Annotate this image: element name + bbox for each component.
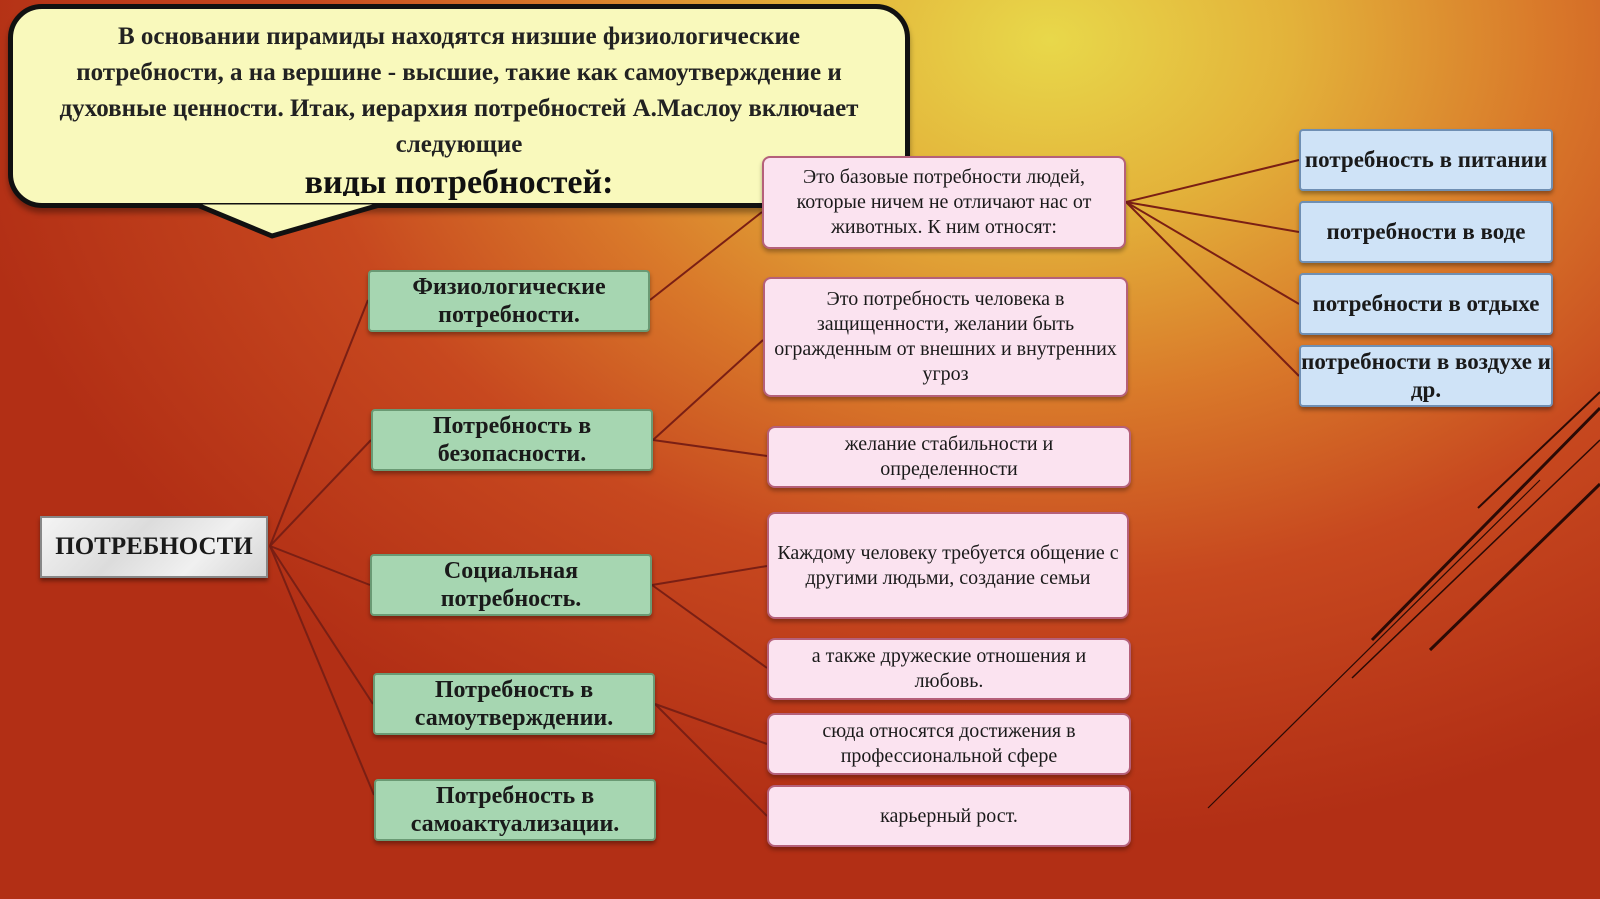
connector-line	[1125, 159, 1300, 203]
connector-line	[1125, 201, 1300, 377]
decorative-stroke	[1477, 391, 1600, 509]
description-career: карьерный рост.	[767, 785, 1131, 847]
intro-callout: В основании пирамиды находятся низшие фи…	[8, 4, 910, 208]
need-rest: потребности в отдыхе	[1299, 273, 1553, 335]
connector-line	[1125, 201, 1300, 233]
connector-line	[652, 339, 764, 441]
decorative-stroke	[1207, 479, 1541, 809]
description-stability: желание стабильности и определенности	[767, 426, 1131, 488]
decorative-stroke	[1428, 482, 1600, 652]
category-safety: Потребность в безопасности.	[371, 409, 653, 471]
connector-line	[1125, 201, 1300, 305]
need-water: потребности в воде	[1299, 201, 1553, 263]
connector-line	[269, 545, 374, 705]
connector-line	[652, 439, 768, 457]
intro-text: В основании пирамиды находятся низшие фи…	[59, 23, 859, 158]
connector-line	[651, 565, 768, 586]
decorative-stroke	[1370, 406, 1600, 642]
need-food: потребность в питании	[1299, 129, 1553, 191]
decorative-stroke	[1351, 439, 1600, 679]
description-safety: Это потребность человека в защищенности,…	[763, 277, 1128, 397]
description-friendship: а также дружеские отношения и любовь.	[767, 638, 1131, 700]
connector-line	[269, 545, 375, 796]
description-communication: Каждому человеку требуется общение с дру…	[767, 512, 1129, 619]
connector-line	[269, 439, 372, 547]
description-professional: сюда относятся достижения в профессионал…	[767, 713, 1131, 775]
connector-line	[651, 584, 768, 669]
category-social: Социальная потребность.	[370, 554, 652, 616]
connector-line	[269, 545, 371, 586]
root-node: ПОТРЕБНОСТИ	[40, 516, 268, 578]
intro-heading: виды потребностей:	[304, 164, 614, 201]
need-air: потребности в воздухе и др.	[1299, 345, 1553, 407]
connector-line	[654, 703, 768, 817]
category-self-affirmation: Потребность в самоутверждении.	[373, 673, 655, 735]
connector-line	[649, 211, 763, 301]
connector-line	[269, 299, 369, 547]
category-self-actualization: Потребность в самоактуализации.	[374, 779, 656, 841]
connector-line	[654, 703, 768, 745]
category-physiological: Физиологические потребности.	[368, 270, 650, 332]
description-physiological: Это базовые потребности людей, которые н…	[762, 156, 1126, 249]
